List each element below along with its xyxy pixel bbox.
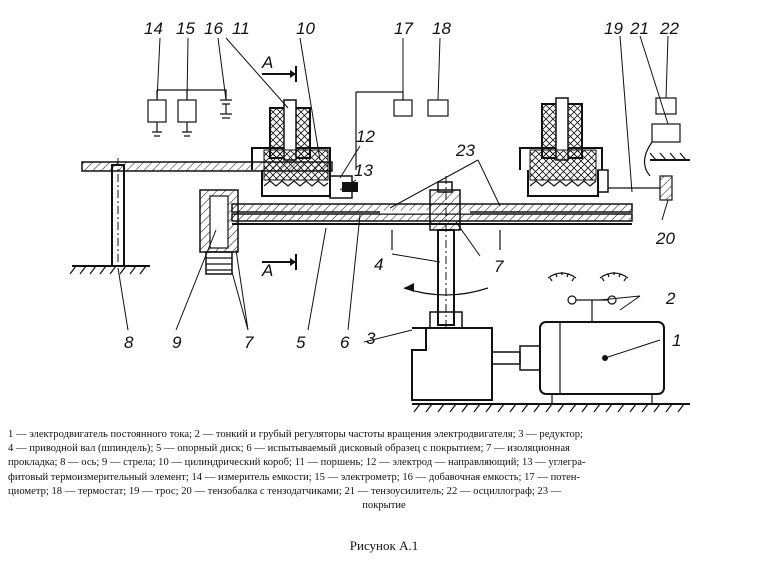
label-21: 21 <box>629 19 649 38</box>
label-13: 13 <box>354 161 373 180</box>
label-19: 19 <box>604 19 623 38</box>
label-a-bottom: A <box>261 261 273 280</box>
caption-line-last: покрытие <box>362 500 406 512</box>
label-22: 22 <box>659 19 679 38</box>
leader-lines <box>117 35 669 359</box>
instruments <box>147 89 681 201</box>
label-23: 23 <box>455 141 475 160</box>
insulating-gasket <box>199 189 239 275</box>
label-5: 5 <box>296 333 306 352</box>
label-18: 18 <box>432 19 451 38</box>
caption-line: 4 — приводной вал (шпиндель); 5 — опорны… <box>8 443 570 455</box>
caption-line: прокладка; 8 — ось; 9 — стрела; 10 — цил… <box>8 457 586 469</box>
label-12: 12 <box>356 127 375 146</box>
section-markers <box>262 66 297 270</box>
spindle-shaft <box>391 176 501 330</box>
label-8: 8 <box>124 333 134 352</box>
label-20: 20 <box>655 229 675 248</box>
label-3: 3 <box>366 329 376 348</box>
figure-caption: 1 — электродвигатель постоянного тока; 2… <box>8 428 760 513</box>
label-16: 16 <box>204 19 223 38</box>
label-1: 1 <box>672 331 681 350</box>
label-a-top: A <box>261 53 273 72</box>
label-15: 15 <box>176 19 195 38</box>
figure-title: Рисунок А.1 <box>349 538 419 553</box>
piston-housing-right <box>519 97 609 197</box>
boom-arm <box>81 161 333 172</box>
caption-line: фитовый термоизмерительный элемент; 14 —… <box>8 471 580 483</box>
reducer-box <box>411 311 493 401</box>
label-14: 14 <box>144 19 163 38</box>
motor <box>491 321 665 404</box>
speed-regulators <box>547 272 629 322</box>
label-7-right: 7 <box>494 257 504 276</box>
label-17: 17 <box>394 19 413 38</box>
label-6: 6 <box>340 333 350 352</box>
label-10: 10 <box>296 19 315 38</box>
label-9: 9 <box>172 333 182 352</box>
caption-line: 1 — электродвигатель постоянного тока; 2… <box>8 429 583 440</box>
apparatus-diagram: 14 15 16 11 10 17 18 19 21 22 A 12 23 13… <box>69 19 690 413</box>
label-4: 4 <box>374 255 383 274</box>
caption-line: циометр; 18 — термостат; 19 — трос; 20 —… <box>8 485 562 497</box>
label-2: 2 <box>665 289 676 308</box>
axis-post <box>111 158 125 270</box>
ground-lines <box>69 152 690 413</box>
label-7-left: 7 <box>244 333 254 352</box>
part-labels: 14 15 16 11 10 17 18 19 21 22 A 12 23 13… <box>124 19 681 352</box>
piston-housing-left <box>251 99 358 199</box>
label-11: 11 <box>232 19 250 38</box>
